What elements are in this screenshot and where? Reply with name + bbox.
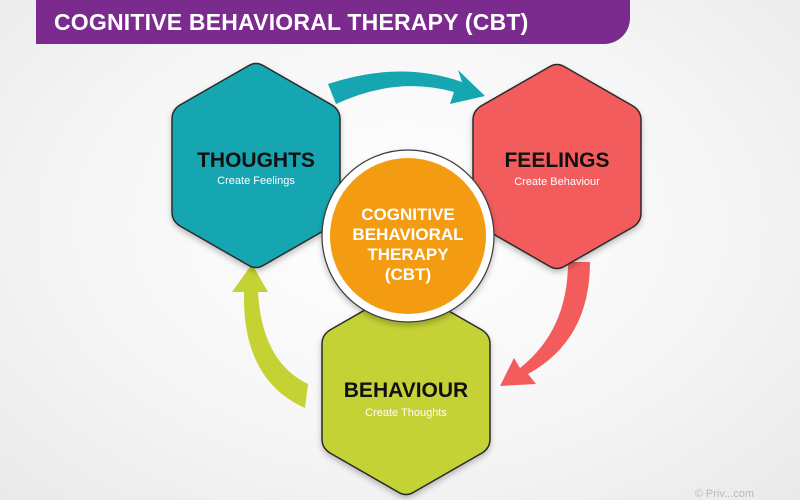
center-line-1: COGNITIVE [361,205,455,224]
center-line-3: THERAPY [367,245,449,264]
feelings-title: FEELINGS [504,149,609,172]
thoughts-hexagon [171,62,341,269]
center-circle [330,158,486,314]
arrow-feelings-to-behaviour [500,262,590,386]
feelings-subtitle: Create Behaviour [514,176,600,188]
node-thoughts: THOUGHTS Create Feelings [171,62,341,269]
center-cbt: COGNITIVE BEHAVIORAL THERAPY (CBT) [321,149,495,323]
behaviour-title: BEHAVIOUR [344,379,468,402]
thoughts-subtitle: Create Feelings [217,175,295,187]
arrow-thoughts-to-feelings [328,70,485,104]
node-behaviour: BEHAVIOUR Create Thoughts [321,287,491,496]
watermark: © Priv...com [694,488,754,500]
behaviour-hexagon [321,287,491,496]
page-title: COGNITIVE BEHAVIORAL THERAPY (CBT) [54,8,529,35]
arrow-behaviour-to-thoughts [232,264,308,408]
center-line-2: BEHAVIORAL [352,225,463,244]
feelings-hexagon [472,63,642,270]
behaviour-subtitle: Create Thoughts [365,407,447,419]
center-line-4: (CBT) [385,265,431,284]
node-feelings: FEELINGS Create Behaviour [472,63,642,270]
title-banner: COGNITIVE BEHAVIORAL THERAPY (CBT) [36,0,630,44]
thoughts-title: THOUGHTS [197,149,315,172]
